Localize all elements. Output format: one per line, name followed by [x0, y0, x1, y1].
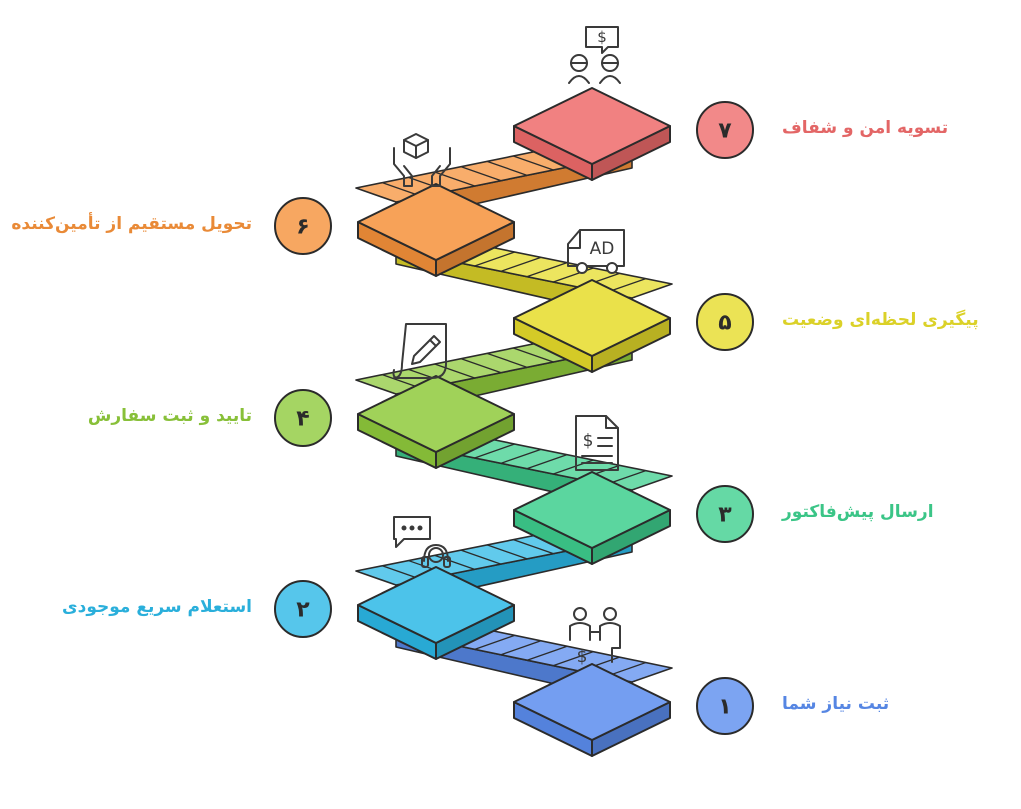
platforms-layer — [357, 87, 671, 757]
step-number: ۴ — [296, 407, 309, 432]
step-number-badge-7: ۷ — [696, 101, 754, 159]
step-number: ۶ — [296, 215, 309, 240]
step-label-1: ثبت نیاز شما — [782, 694, 890, 714]
step-label-4: تایید و ثبت سفارش — [87, 406, 252, 426]
step-number: ۳ — [718, 503, 732, 528]
step-number-badge-3: ۳ — [696, 485, 754, 543]
hands-box-icon — [393, 133, 451, 187]
step-number: ۵ — [718, 311, 731, 336]
step-circle — [696, 293, 754, 351]
platform-step-1 — [513, 663, 671, 757]
platform-step-3 — [513, 471, 671, 565]
ad-truck-icon: AD — [567, 229, 625, 274]
step-circle — [274, 197, 332, 255]
icons-layer: $ AD — [392, 26, 625, 667]
step-number: ۷ — [718, 119, 732, 144]
step-circle — [696, 101, 754, 159]
step-number-badge-6: ۶ — [274, 197, 332, 255]
step-circle — [274, 580, 332, 638]
step-circle — [274, 389, 332, 447]
step-label-2: استعلام سریع موجودی — [62, 597, 252, 617]
step-number-badge-4: ۴ — [274, 389, 332, 447]
dollar-symbol: $ — [597, 28, 607, 46]
step-label-3: ارسال پیش‌فاکتور — [782, 502, 934, 522]
platform-step-2 — [357, 566, 515, 660]
step-circle — [696, 677, 754, 735]
step-label-6: تحویل مستقیم از تأمین‌کننده — [11, 214, 252, 234]
platform-step-4 — [357, 375, 515, 469]
chat-headset-icon — [393, 516, 451, 568]
sign-document-pen-icon — [392, 323, 447, 379]
people-money-chat-icon: $ — [568, 26, 621, 84]
step-number-badge-1: ۱ — [696, 677, 754, 735]
step-label-5: پیگیری لحظه‌ای وضعیت — [782, 310, 979, 330]
step-number-badge-5: ۵ — [696, 293, 754, 351]
platform-step-6 — [357, 183, 515, 277]
handshake-dollar-symbol: $ — [577, 647, 588, 667]
platform-step-5 — [513, 279, 671, 373]
step-number-badge-2: ۲ — [274, 580, 332, 638]
step-number: ۲ — [296, 598, 310, 623]
invoice-document-icon: $ — [575, 415, 619, 471]
handshake-people-dollar-icon: $ — [569, 607, 621, 667]
platform-step-7 — [513, 87, 671, 181]
step-circles-layer: ۱ ۲ ۳ ۴ ۵ ۶ ۷ — [274, 101, 754, 735]
step-circle — [696, 485, 754, 543]
ad-sign: AD — [590, 239, 615, 259]
invoice-dollar-symbol: $ — [583, 431, 594, 451]
step-label-7: تسویه امن و شفاف — [782, 118, 949, 138]
step-number: ۱ — [718, 695, 731, 720]
